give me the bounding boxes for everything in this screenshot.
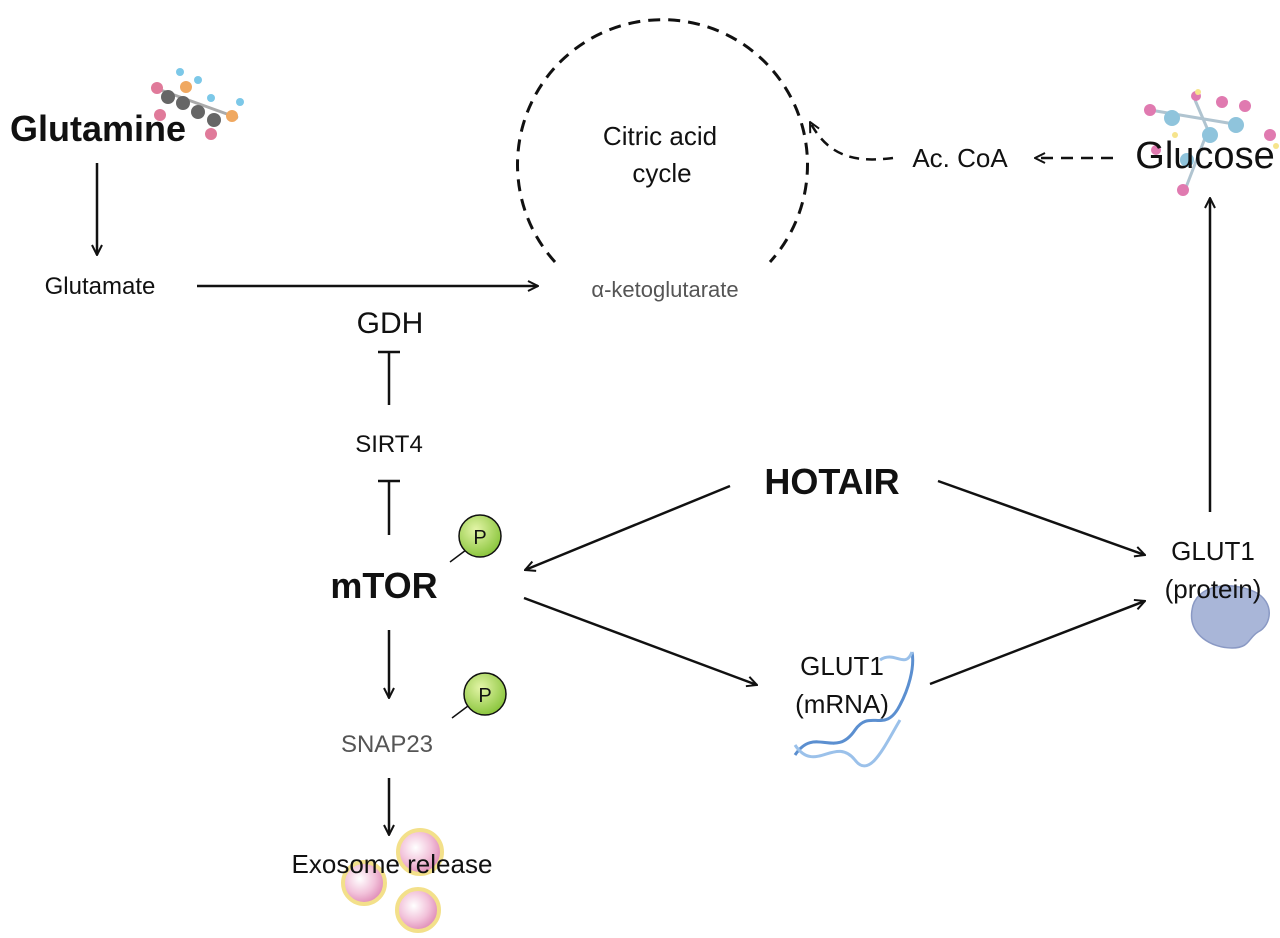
glut1-mrna-label-2: (mRNA) bbox=[795, 689, 889, 719]
arrow-acoa-tca bbox=[808, 122, 894, 161]
acoa-label: Ac. CoA bbox=[912, 143, 1008, 173]
snap23-label: SNAP23 bbox=[341, 731, 433, 758]
hotair-label: HOTAIR bbox=[764, 461, 899, 502]
inhibition-mtor-sirt4 bbox=[378, 479, 400, 535]
glutamate-label: Glutamate bbox=[45, 273, 156, 300]
arrow-hotair-mtor bbox=[525, 484, 731, 570]
sirt4-label: SIRT4 bbox=[355, 431, 423, 458]
phospho-label-mtor: P bbox=[473, 527, 486, 549]
glucose-molecule-icon bbox=[1144, 89, 1279, 196]
tca-label-2: cycle bbox=[632, 158, 691, 188]
tca-label-1: Citric acid bbox=[603, 121, 717, 151]
exosome-label: Exosome release bbox=[292, 849, 493, 879]
arrow-mrna-protein bbox=[929, 601, 1145, 686]
citric-acid-cycle: Citric acid cycle bbox=[516, 18, 809, 264]
dna-strand-icon bbox=[793, 651, 915, 768]
akg-label: α-ketoglutarate bbox=[591, 277, 738, 302]
phospho-label-snap23: P bbox=[478, 685, 491, 707]
glutamine-molecule-icon bbox=[151, 68, 244, 140]
phosphate-icon-snap23: P bbox=[451, 672, 507, 719]
glutamine-label: Glutamine bbox=[10, 108, 186, 149]
phosphate-icon-mtor: P bbox=[449, 514, 502, 563]
arrow-mtor-glut1-mrna bbox=[523, 596, 757, 685]
glut1-protein-label-1: GLUT1 bbox=[1171, 536, 1255, 566]
mtor-label: mTOR bbox=[330, 565, 437, 606]
arrow-hotair-glut1-protein bbox=[937, 479, 1145, 555]
gdh-label: GDH bbox=[357, 307, 424, 340]
inhibition-sirt4-gdh bbox=[378, 350, 400, 405]
glucose-label: Glucose bbox=[1135, 135, 1274, 177]
protein-blob-icon bbox=[1190, 585, 1270, 649]
glut1-protein-label-2: (protein) bbox=[1165, 574, 1262, 604]
glut1-mrna-label-1: GLUT1 bbox=[800, 651, 884, 681]
vesicle-icon bbox=[341, 828, 444, 933]
